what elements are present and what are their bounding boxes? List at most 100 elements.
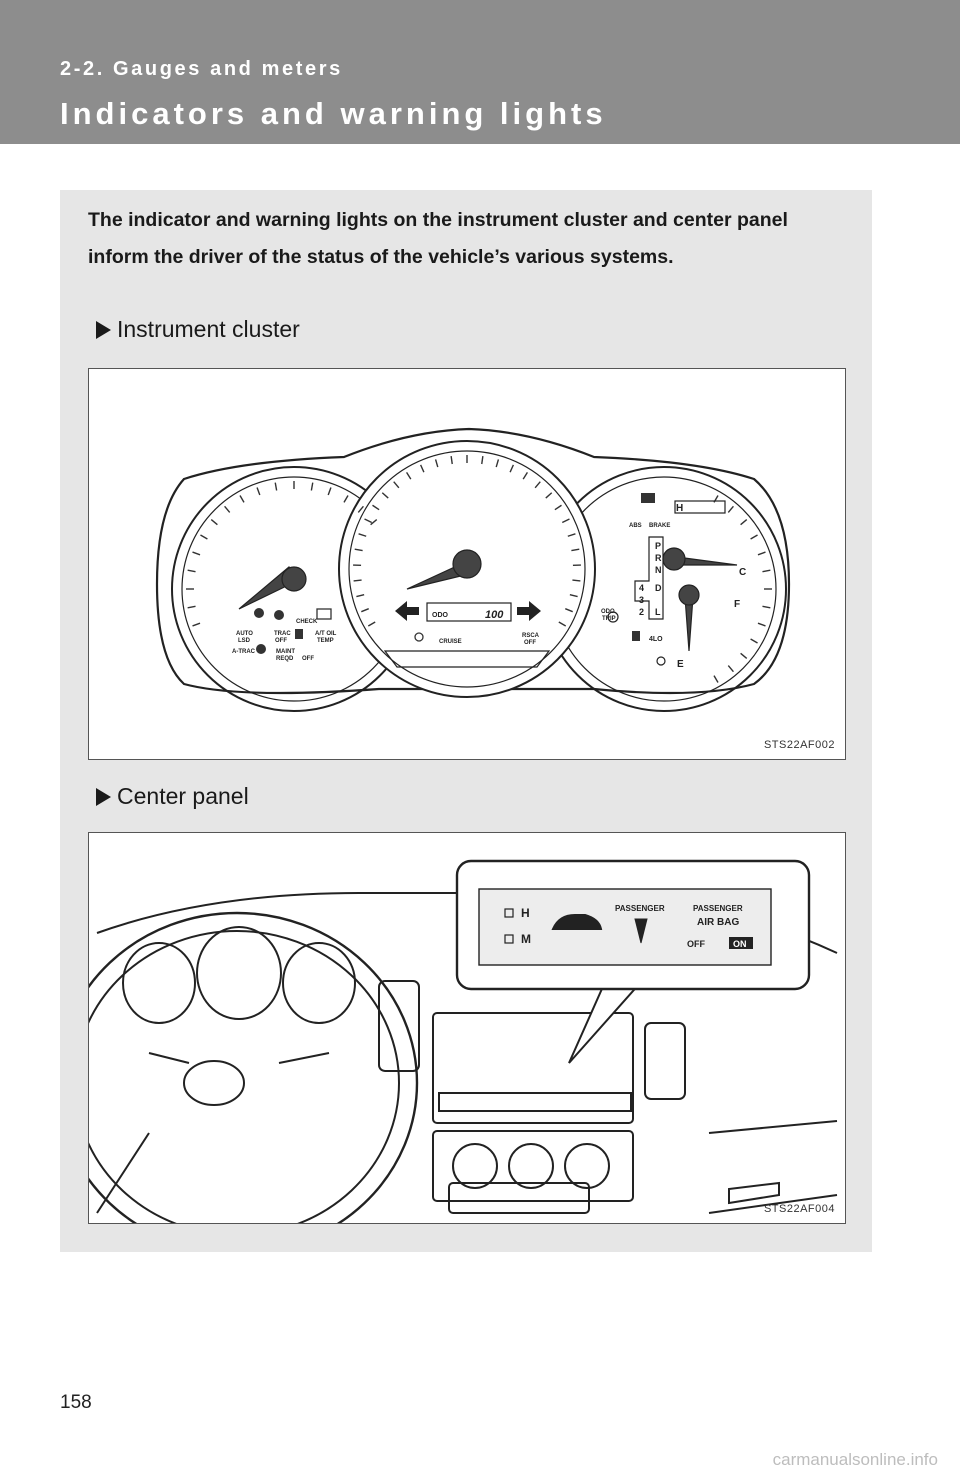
cruise-indicator-icon: [256, 644, 266, 654]
center-panel-heading-text: Center panel: [117, 783, 249, 809]
check-label: CHECK: [296, 619, 318, 625]
center-display-strip: [438, 1092, 632, 1112]
temp-hot-label: H: [676, 503, 683, 514]
gauge-tick: [509, 464, 515, 473]
headlight-indicator-icon: [641, 493, 655, 503]
gear-indicator-outline: [634, 536, 664, 620]
tire-pressure-icon: [295, 629, 303, 639]
tachometer-hub: [281, 566, 307, 592]
temp-cold-label: C: [739, 567, 746, 578]
gear-4-label: 4: [639, 583, 644, 593]
h-indicator-square: [504, 908, 514, 918]
gauge-tick: [534, 481, 541, 489]
figure-code-1: STS22AF002: [763, 739, 835, 751]
gauge-tick: [740, 519, 748, 526]
gauge-ticks: [186, 455, 772, 683]
gauge-tick: [192, 551, 201, 556]
gauge-tick: [310, 482, 314, 491]
gauge-tick: [567, 533, 576, 537]
at-oil-label-2: TEMP: [317, 638, 334, 644]
watermark: carmanualsonline.info: [772, 1450, 938, 1469]
gauge-tick: [200, 534, 208, 540]
off-label-small: OFF: [302, 656, 314, 662]
gauge-tick: [256, 487, 261, 496]
gauge-tick: [224, 505, 231, 513]
figure-code-2: STS22AF004: [763, 1203, 835, 1215]
passenger-airbag-label-1: PASSENGER: [693, 904, 743, 913]
gauge-tick: [757, 551, 766, 556]
center-panel-heading: Center panel: [96, 783, 249, 810]
a-trac-label: A-TRAC: [232, 649, 256, 655]
fuel-full-label: F: [734, 599, 740, 610]
on-badge: [729, 937, 753, 949]
passenger-airbag-display: [478, 888, 772, 966]
gear-3-label: 3: [639, 595, 644, 605]
gear-2-label: 2: [639, 607, 644, 617]
temp-needle: [676, 556, 738, 566]
gauge-tick: [727, 505, 734, 513]
airbag-off-label: OFF: [687, 939, 705, 949]
m-indicator-square: [504, 934, 514, 944]
gauge-tick: [434, 459, 439, 468]
h-label: H: [521, 906, 530, 920]
gauge-tick: [727, 665, 734, 673]
gear-n-label: N: [655, 565, 662, 575]
gear-r-label: R: [655, 553, 662, 563]
gauge-tick: [370, 519, 378, 526]
fuel-empty-label: E: [677, 659, 684, 670]
gauge-tick: [187, 605, 196, 609]
speedometer-hub: [452, 549, 482, 579]
auto-lsd-label-1: AUTO: [236, 631, 253, 637]
trac-off-label-2: OFF: [275, 638, 287, 644]
brake-label: BRAKE: [649, 523, 670, 529]
gauge-tick: [419, 464, 425, 473]
gauge-tick: [372, 504, 380, 511]
gear-p-label: P: [655, 541, 661, 551]
gauge-tick: [187, 569, 196, 573]
gauge-tick: [192, 622, 201, 627]
passenger-seatbelt-icon: [634, 918, 648, 944]
gauge-tick: [353, 579, 362, 582]
gauge-tick: [545, 492, 553, 499]
gauge-tick: [522, 471, 529, 480]
gauge-tick: [450, 456, 453, 465]
gauge-tick: [558, 621, 567, 627]
odo-trip-label-2: TRIP: [602, 616, 616, 622]
gauge-tick: [750, 638, 758, 644]
rsca-off-label-2: OFF: [524, 640, 536, 646]
gauge-tick: [274, 482, 278, 491]
gauge-tick: [210, 519, 218, 526]
gauge-tick: [364, 518, 373, 524]
center-panel-figure: H M PASSENGER PASSENGER AIR BAG OFF ON S…: [88, 832, 846, 1224]
odo-label: ODO: [432, 612, 449, 619]
airbag-warning-icon: [274, 610, 284, 620]
trac-off-label-1: TRAC: [274, 631, 291, 637]
instrument-cluster-figure: CHECK AUTO LSD TRAC OFF A/T OIL TEMP A-T…: [88, 368, 846, 760]
hvac-knob-left: [452, 1143, 498, 1189]
gauge-tick: [762, 569, 771, 573]
odo-trip-knob: [607, 611, 619, 623]
gauge-tick: [239, 495, 245, 503]
gauge-tick: [572, 579, 581, 582]
at-oil-label-1: A/T OIL: [315, 631, 337, 637]
gauge-tick: [361, 608, 369, 613]
gauge-tick: [762, 605, 771, 609]
gauge-tick: [554, 504, 562, 511]
seatbelt-warning-icon: [254, 608, 264, 618]
gauge-tick: [750, 534, 758, 540]
instrument-cluster-heading-text: Instrument cluster: [117, 316, 300, 342]
odo-value: 100: [485, 609, 504, 621]
fuel-hub: [678, 584, 700, 606]
intro-paragraph: The indicator and warning lights on the …: [88, 209, 788, 268]
maint-reqd-label-1: MAINT: [276, 649, 295, 655]
hvac-knob-center: [508, 1143, 554, 1189]
section-label: 2-2. Gauges and meters: [60, 58, 343, 80]
right-turn-arrow-icon: [517, 601, 541, 621]
triangle-bullet-icon: [96, 787, 111, 806]
passenger-airbag-label-2: AIR BAG: [697, 917, 739, 928]
maint-reqd-label-2: REQD: [276, 656, 294, 662]
steering-wheel-emblem: [183, 1060, 245, 1106]
gauge-tick: [354, 548, 363, 552]
gauge-tick: [495, 459, 500, 468]
gauge-tick: [757, 622, 766, 627]
